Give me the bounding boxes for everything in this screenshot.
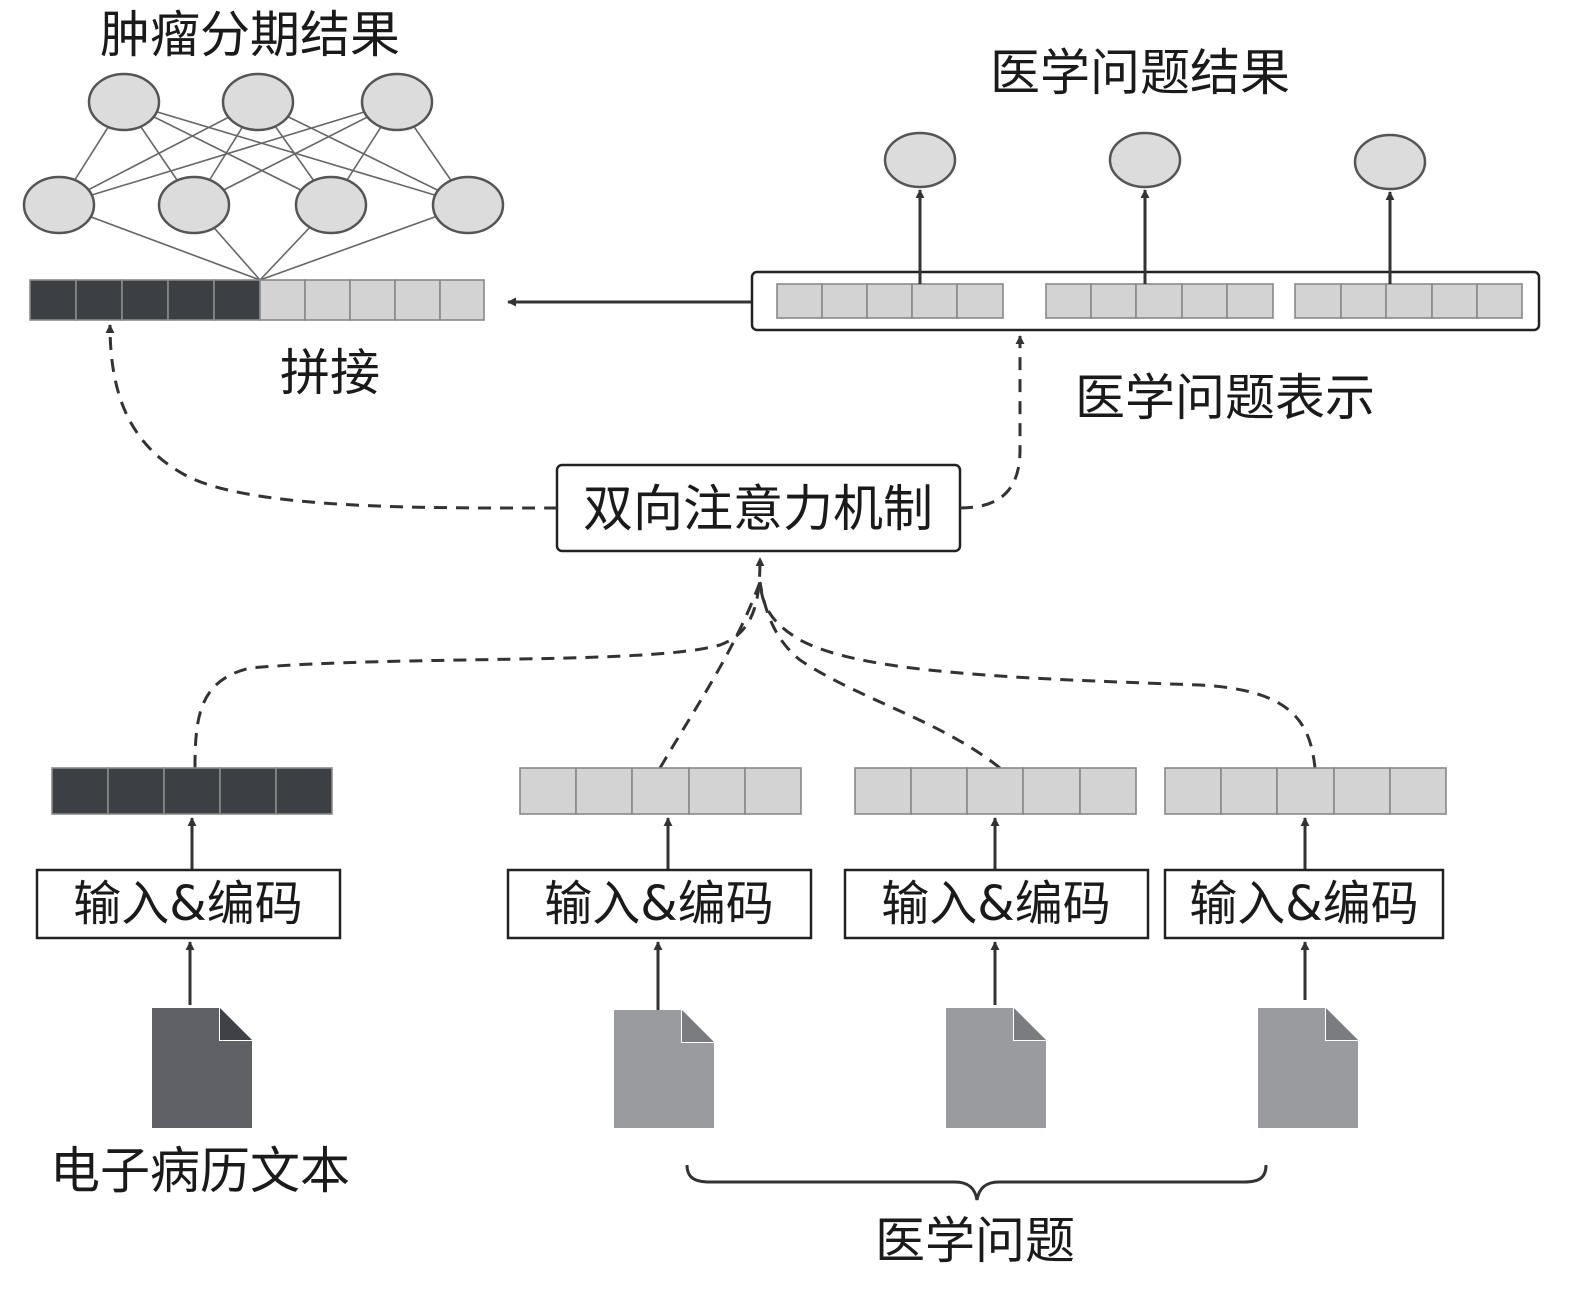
- input-encode-label: 输入&编码: [544, 876, 773, 932]
- question-to-attention-path: [758, 581, 1001, 770]
- concat-vector: [29, 279, 485, 321]
- output-node: [87, 72, 161, 132]
- staging-result-label: 肿瘤分期结果: [100, 6, 400, 64]
- input-encode-label: 输入&编码: [1189, 876, 1418, 932]
- emr-encoded-vector: [51, 767, 333, 815]
- emr-text-label: 电子病历文本: [50, 1142, 350, 1200]
- attention-label: 双向注意力机制: [583, 480, 933, 538]
- question-to-attention-path: [758, 581, 1317, 769]
- hidden-node: [294, 175, 368, 235]
- input-encode-label: 输入&编码: [73, 876, 302, 932]
- document-icon: [946, 1008, 1046, 1128]
- question-output-node: [1108, 131, 1182, 189]
- question-brace: [685, 1164, 1268, 1201]
- input-encode-label: 输入&编码: [881, 876, 1110, 932]
- output-node: [360, 72, 434, 132]
- question-encoded-vector: [1164, 767, 1447, 815]
- question-repr-vector: [776, 283, 1004, 319]
- document-icon: [614, 1010, 714, 1128]
- input-encode-box: [35, 868, 342, 940]
- hidden-node: [431, 175, 505, 235]
- input-encode-box: [843, 868, 1150, 940]
- question-output-node: [1353, 133, 1427, 191]
- question-result-label: 医学问题结果: [990, 44, 1290, 102]
- document-icon: [152, 1008, 252, 1128]
- staging-network: [22, 72, 505, 281]
- question-repr-vector: [1045, 283, 1274, 319]
- question-repr-vector: [1294, 283, 1523, 319]
- question-to-attention-path: [658, 581, 762, 769]
- question-output-node: [883, 131, 957, 189]
- input-encode-box: [1163, 868, 1445, 940]
- concat-label: 拼接: [280, 344, 380, 402]
- medical-question-label: 医学问题: [875, 1212, 1075, 1270]
- output-node: [221, 72, 295, 132]
- question-encoded-vector: [854, 767, 1137, 815]
- attention-to-repr-arrow: [959, 335, 1025, 510]
- input-encode-box: [506, 868, 813, 940]
- question-repr-label: 医学问题表示: [1075, 369, 1375, 427]
- document-icon: [1258, 1008, 1358, 1128]
- question-encoded-vector: [519, 767, 802, 815]
- hidden-node: [22, 175, 96, 235]
- emr-to-attention-path: [193, 557, 765, 769]
- hidden-node: [157, 175, 231, 235]
